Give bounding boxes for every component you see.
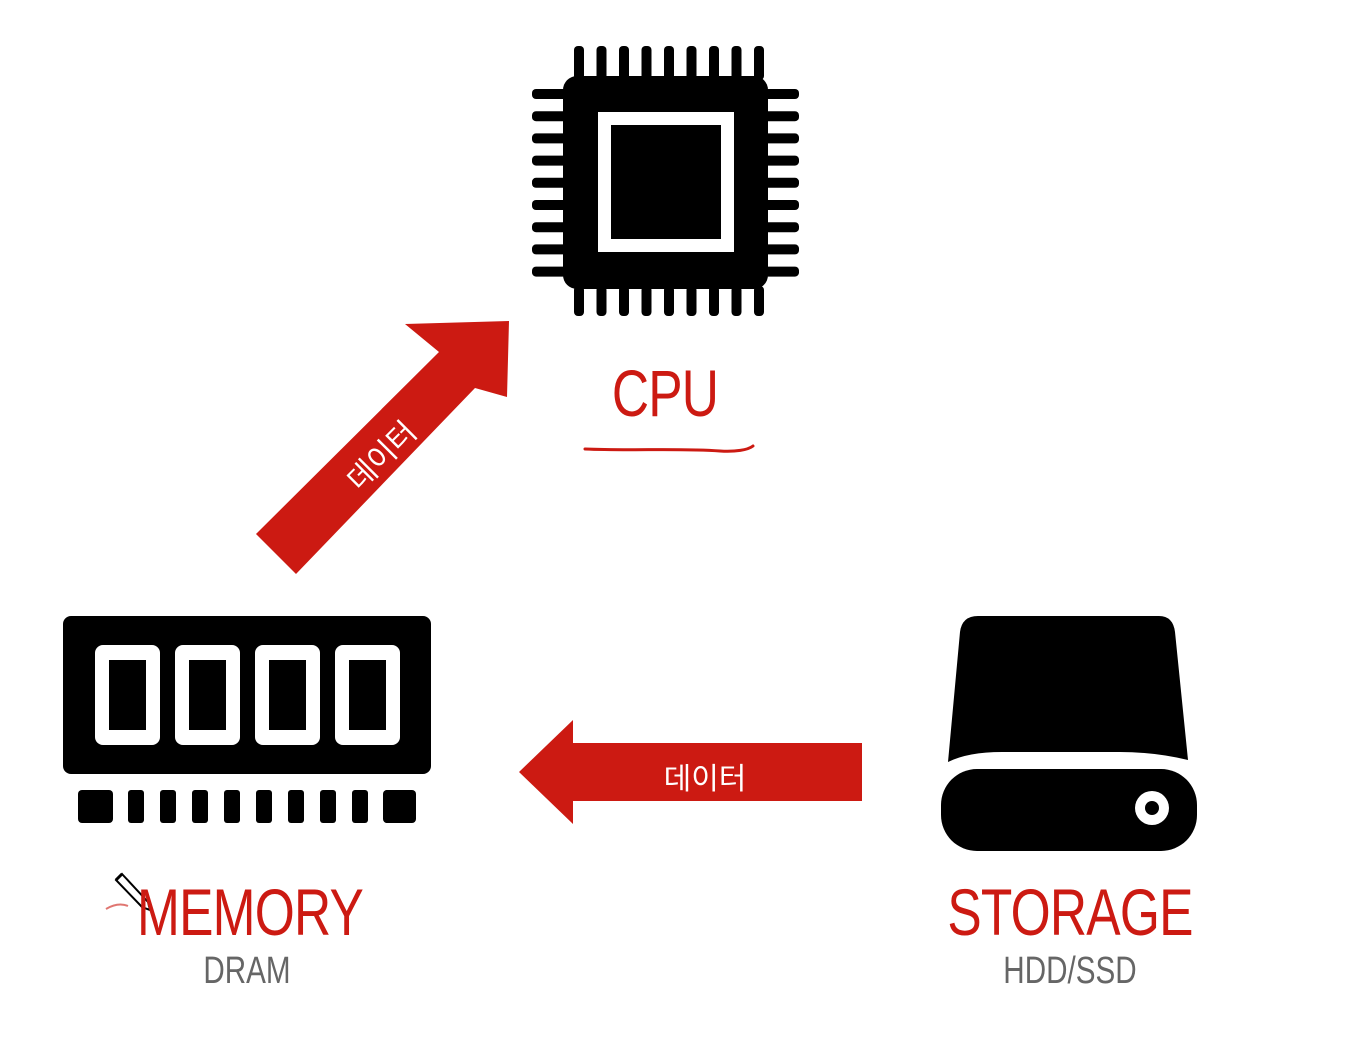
cpu-title: CPU	[611, 356, 719, 430]
storage-title: STORAGE	[947, 875, 1193, 949]
ram-module-icon	[63, 616, 431, 823]
storage-subtitle: HDD/SSD	[1003, 950, 1137, 992]
cpu-underline	[583, 444, 755, 453]
arrow-memory-to-cpu	[256, 321, 509, 574]
memory-subtitle: DRAM	[203, 950, 291, 992]
arrow-storage-to-memory	[519, 720, 862, 824]
cpu-chip-icon	[532, 46, 799, 316]
pen-cursor-icon	[105, 872, 152, 912]
memory-title: MEMORY	[136, 875, 364, 949]
hard-drive-icon	[941, 616, 1197, 851]
arrow-label-storage-to-memory: 데이터	[663, 763, 747, 796]
